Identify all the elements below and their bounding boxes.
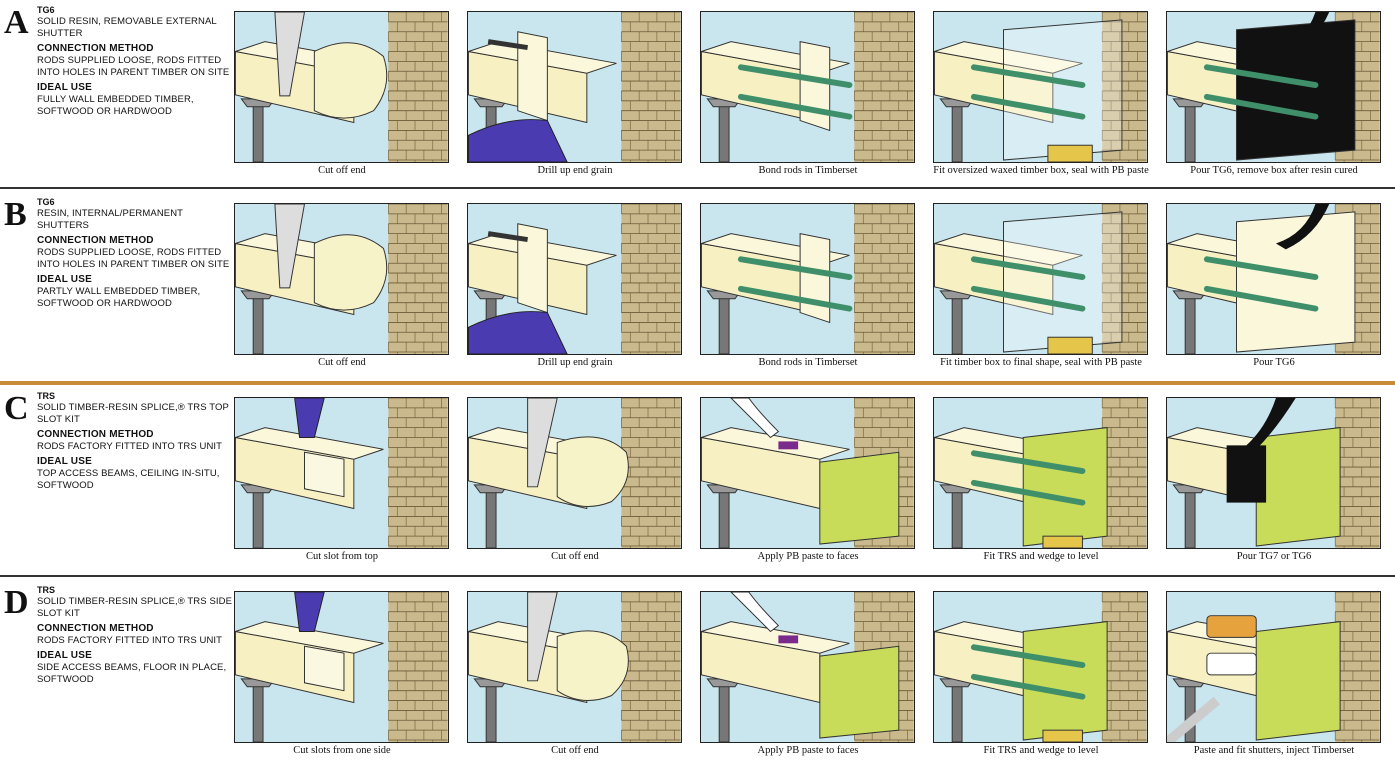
ideal-use-heading: IDEAL USE (37, 82, 232, 94)
row-letter: D (4, 586, 29, 620)
connection-method-text: RODS FACTORY FITTED INTO TRS UNIT (37, 635, 232, 647)
step-illustration-saw (234, 591, 449, 743)
product-code: TG6 (37, 4, 232, 16)
step-illustration-rods (700, 591, 915, 743)
connection-method-text: RODS SUPPLIED LOOSE, RODS FITTED INTO HO… (37, 55, 232, 79)
method-info: TRS SOLID TIMBER-RESIN SPLICE,® TRS TOP … (37, 390, 232, 492)
step-illustration-drill (467, 203, 682, 355)
step-caption: Cut slot from top (226, 551, 458, 562)
method-info: TRS SOLID TIMBER-RESIN SPLICE,® TRS SIDE… (37, 584, 232, 686)
connection-method-text: RODS SUPPLIED LOOSE, RODS FITTED INTO HO… (37, 247, 232, 271)
ideal-use-text: PARTLY WALL EMBEDDED TIMBER, SOFTWOOD OR… (37, 286, 232, 310)
step-caption: Fit timber box to final shape, seal with… (925, 357, 1157, 368)
step-illustration-saw (234, 11, 449, 163)
step-caption: Pour TG6 (1158, 357, 1390, 368)
step-caption: Drill up end grain (459, 165, 691, 176)
step-illustration-pour (1166, 11, 1381, 163)
step-caption: Bond rods in Timberset (692, 165, 924, 176)
ideal-use-text: FULLY WALL EMBEDDED TIMBER, SOFTWOOD OR … (37, 94, 232, 118)
step-illustration-saw (234, 203, 449, 355)
row-divider (0, 187, 1395, 189)
step-illustration-pour (1166, 397, 1381, 549)
step-caption: Cut off end (226, 357, 458, 368)
product-code: TG6 (37, 196, 232, 208)
step-caption: Drill up end grain (459, 357, 691, 368)
method-row-c: C TRS SOLID TIMBER-RESIN SPLICE,® TRS TO… (0, 386, 1395, 576)
step-caption: Pour TG7 or TG6 (1158, 551, 1390, 562)
product-type: SOLID RESIN, REMOVABLE EXTERNAL SHUTTER (37, 16, 232, 40)
method-row-b: B TG6 RESIN, INTERNAL/PERMANENT SHUTTERS… (0, 192, 1395, 382)
method-description: B TG6 RESIN, INTERNAL/PERMANENT SHUTTERS… (0, 192, 232, 382)
method-row-a: A TG6 SOLID RESIN, REMOVABLE EXTERNAL SH… (0, 0, 1395, 190)
step-caption: Apply PB paste to faces (692, 745, 924, 756)
row-letter: A (4, 6, 29, 40)
step-illustration-box (933, 11, 1148, 163)
step-caption: Cut off end (459, 551, 691, 562)
step-illustration-drill (467, 397, 682, 549)
step-illustration-box (933, 397, 1148, 549)
step-caption: Cut off end (226, 165, 458, 176)
product-code: TRS (37, 584, 232, 596)
step-caption: Paste and fit shutters, inject Timberset (1158, 745, 1390, 756)
connection-method-heading: CONNECTION METHOD (37, 43, 232, 55)
product-type: RESIN, INTERNAL/PERMANENT SHUTTERS (37, 208, 232, 232)
step-caption: Bond rods in Timberset (692, 357, 924, 368)
ideal-use-heading: IDEAL USE (37, 456, 232, 468)
step-illustration-box (933, 203, 1148, 355)
row-divider (0, 575, 1395, 577)
connection-method-heading: CONNECTION METHOD (37, 623, 232, 635)
ideal-use-text: SIDE ACCESS BEAMS, FLOOR IN PLACE, SOFTW… (37, 662, 232, 686)
method-info: TG6 RESIN, INTERNAL/PERMANENT SHUTTERS C… (37, 196, 232, 310)
method-description: A TG6 SOLID RESIN, REMOVABLE EXTERNAL SH… (0, 0, 232, 190)
step-illustration-drill (467, 591, 682, 743)
step-caption: Cut slots from one side (226, 745, 458, 756)
step-caption: Fit TRS and wedge to level (925, 551, 1157, 562)
method-row-d: D TRS SOLID TIMBER-RESIN SPLICE,® TRS SI… (0, 580, 1395, 770)
connection-method-heading: CONNECTION METHOD (37, 429, 232, 441)
step-illustration-box (933, 591, 1148, 743)
step-illustration-pour (1166, 591, 1381, 743)
row-letter: B (4, 198, 27, 232)
step-illustration-saw (234, 397, 449, 549)
step-illustration-pour (1166, 203, 1381, 355)
product-type: SOLID TIMBER-RESIN SPLICE,® TRS SIDE SLO… (37, 596, 232, 620)
connection-method-text: RODS FACTORY FITTED INTO TRS UNIT (37, 441, 232, 453)
ideal-use-text: TOP ACCESS BEAMS, CEILING IN-SITU, SOFTW… (37, 468, 232, 492)
step-illustration-rods (700, 203, 915, 355)
step-illustration-rods (700, 11, 915, 163)
step-illustration-drill (467, 11, 682, 163)
ideal-use-heading: IDEAL USE (37, 274, 232, 286)
step-illustration-rods (700, 397, 915, 549)
ideal-use-heading: IDEAL USE (37, 650, 232, 662)
method-description: C TRS SOLID TIMBER-RESIN SPLICE,® TRS TO… (0, 386, 232, 576)
step-caption: Fit oversized waxed timber box, seal wit… (925, 165, 1157, 176)
step-caption: Apply PB paste to faces (692, 551, 924, 562)
step-caption: Fit TRS and wedge to level (925, 745, 1157, 756)
row-letter: C (4, 392, 29, 426)
step-caption: Pour TG6, remove box after resin cured (1158, 165, 1390, 176)
product-code: TRS (37, 390, 232, 402)
method-description: D TRS SOLID TIMBER-RESIN SPLICE,® TRS SI… (0, 580, 232, 770)
connection-method-heading: CONNECTION METHOD (37, 235, 232, 247)
product-type: SOLID TIMBER-RESIN SPLICE,® TRS TOP SLOT… (37, 402, 232, 426)
method-info: TG6 SOLID RESIN, REMOVABLE EXTERNAL SHUT… (37, 4, 232, 118)
row-divider (0, 381, 1395, 385)
step-caption: Cut off end (459, 745, 691, 756)
